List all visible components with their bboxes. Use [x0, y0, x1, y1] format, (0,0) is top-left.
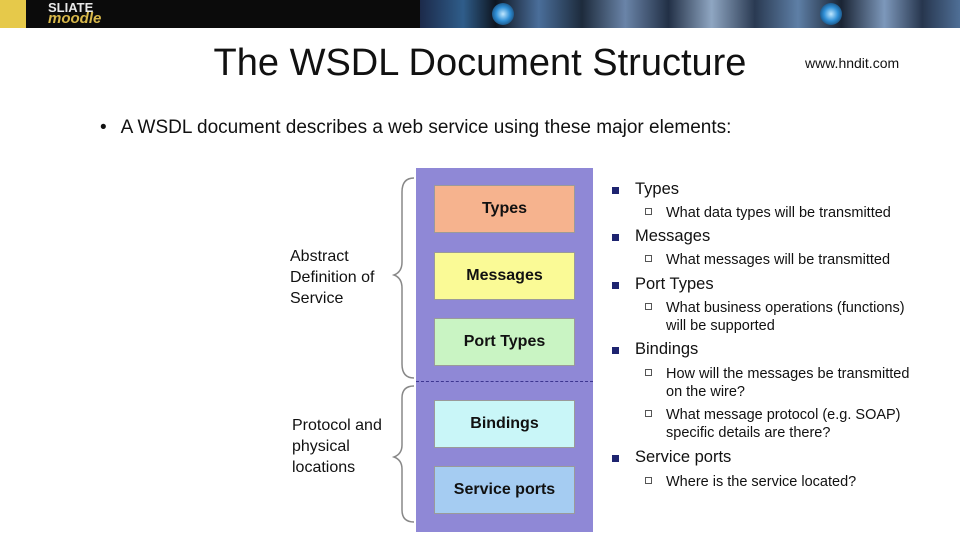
port-types-box: Port Types	[434, 318, 575, 366]
abstract-label-line: Abstract	[290, 248, 349, 265]
hollow-square-bullet-icon	[645, 303, 652, 310]
sliate-moodle-logo[interactable]: SLIATE moodle	[48, 0, 102, 27]
square-bullet-icon	[612, 455, 619, 462]
element-detail: What message protocol (e.g. SOAP)	[666, 407, 901, 423]
hollow-square-bullet-icon	[645, 255, 652, 262]
eye-icon	[492, 3, 514, 25]
element-name: Messages	[635, 227, 711, 245]
protocol-brace	[391, 385, 415, 523]
website-label: www.hndit.com	[805, 55, 900, 71]
abstract-label-line: Definition of	[290, 269, 375, 286]
bullet-dot-icon: •	[100, 117, 107, 138]
element-name: Port Types	[635, 275, 714, 293]
messages-box: Messages	[434, 252, 575, 300]
logo-line2: moodle	[48, 10, 102, 27]
element-name: Types	[635, 180, 680, 198]
element-detail: will be supported	[666, 318, 775, 334]
element-detail: What business operations (functions)	[666, 300, 905, 316]
sliate-emblem-icon	[0, 0, 26, 28]
slide-title: The WSDL Document Structure	[213, 42, 747, 84]
element-name: Service ports	[635, 448, 732, 466]
hollow-square-bullet-icon	[645, 208, 652, 215]
hollow-square-bullet-icon	[645, 410, 652, 417]
square-bullet-icon	[612, 234, 619, 241]
intro-text: A WSDL document describes a web service …	[120, 117, 732, 138]
logo-line1: SLIATE	[48, 0, 94, 15]
hollow-square-bullet-icon	[645, 477, 652, 484]
hollow-square-bullet-icon	[645, 369, 652, 376]
protocol-label-line: Protocol and	[292, 417, 382, 434]
bindings-box: Bindings	[434, 400, 575, 448]
protocol-label-line: physical	[292, 438, 350, 455]
element-detail: How will the messages be transmitted	[666, 366, 910, 382]
banner-image-strip	[420, 0, 960, 28]
element-name: Bindings	[635, 340, 699, 358]
element-detail: specific details are there?	[666, 425, 831, 441]
abstract-brace	[391, 177, 415, 379]
protocol-label-line: locations	[292, 459, 356, 476]
protocol-group-label: Protocol and physical locations	[292, 415, 382, 478]
types-box: Types	[434, 185, 575, 233]
element-detail: on the wire?	[666, 384, 745, 400]
square-bullet-icon	[612, 187, 619, 194]
abstract-label-line: Service	[290, 290, 344, 307]
element-detail: What messages will be transmitted	[666, 252, 891, 268]
service-ports-box: Service ports	[434, 466, 575, 514]
abstract-group-label: Abstract Definition of Service	[290, 246, 375, 309]
eye-icon	[820, 3, 842, 25]
square-bullet-icon	[612, 282, 619, 289]
intro-bullet: • A WSDL document describes a web service…	[100, 117, 731, 139]
element-detail: Where is the service located?	[666, 474, 857, 490]
square-bullet-icon	[612, 347, 619, 354]
group-divider	[416, 381, 593, 382]
header-banner: SLIATE moodle	[0, 0, 960, 28]
element-detail: What data types will be transmitted	[666, 205, 891, 221]
